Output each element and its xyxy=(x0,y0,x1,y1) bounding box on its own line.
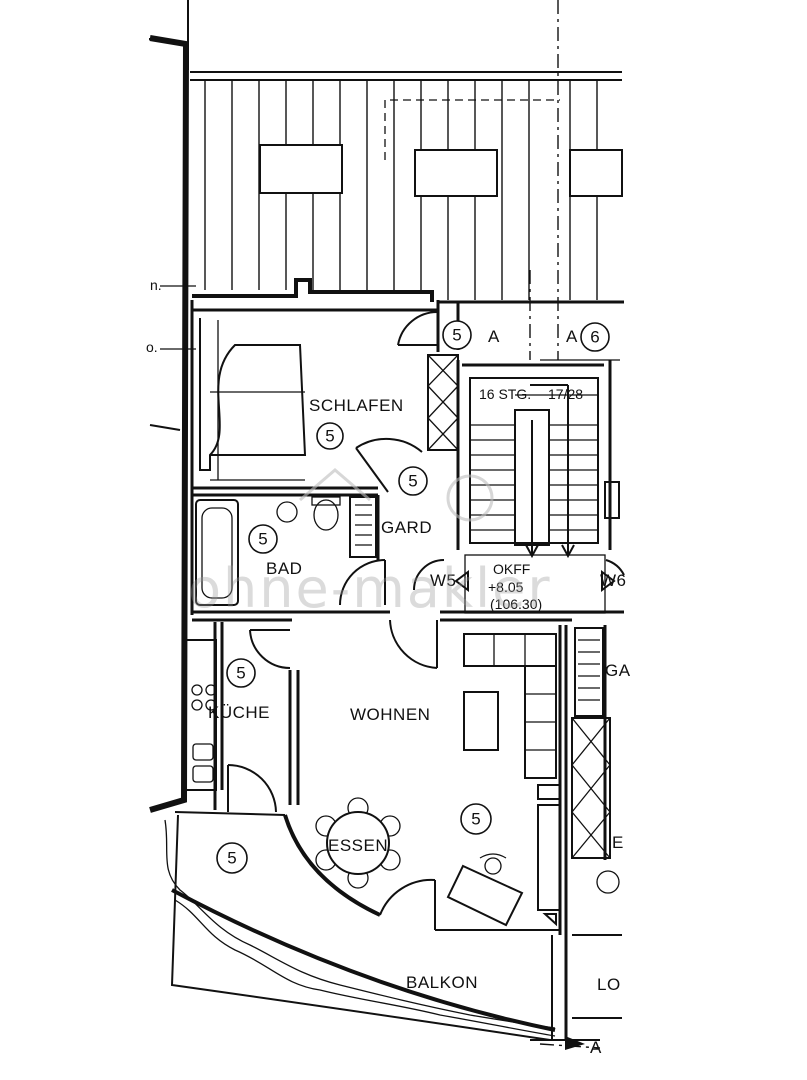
desk xyxy=(446,853,524,927)
section-marker-top-left: 5 xyxy=(442,320,472,350)
neighbour-label-ga: GA xyxy=(605,661,631,680)
stair-steps-label: 16 STG. xyxy=(479,386,531,402)
svg-text:5: 5 xyxy=(227,849,236,868)
wall-mark-w6: W6 xyxy=(600,571,627,590)
neighbour-side xyxy=(571,627,622,1019)
svg-text:5: 5 xyxy=(258,530,267,549)
svg-text:5: 5 xyxy=(325,427,334,446)
room-number-corner: 5 xyxy=(216,842,248,874)
bath-fixtures xyxy=(276,496,377,558)
room-number-wohnen: 5 xyxy=(460,803,492,835)
margin-mark-1: n. xyxy=(150,277,162,293)
svg-text:5: 5 xyxy=(236,664,245,683)
margin-mark-2: o. xyxy=(146,339,158,355)
neighbour-label-lo: LO xyxy=(597,975,621,994)
okff-value: +8.05 xyxy=(488,579,524,595)
room-number-schlafen: 5 xyxy=(316,422,344,450)
room-label-schlafen: SCHLAFEN xyxy=(309,396,404,415)
bed xyxy=(199,318,307,481)
skylight-3 xyxy=(569,149,623,197)
room-label-wohnen: WOHNEN xyxy=(350,705,430,724)
room-label-balkon: BALKON xyxy=(406,973,478,992)
svg-text:6: 6 xyxy=(590,328,599,347)
roof-area xyxy=(187,0,623,360)
watermark-text: ohne-makler xyxy=(188,557,552,620)
room-number-gard: 5 xyxy=(398,466,428,496)
watermark: ohne-makler xyxy=(188,468,552,620)
west-wall: n. o. xyxy=(146,35,196,813)
door-swings xyxy=(227,310,625,930)
room-number-kueche: 5 xyxy=(226,658,256,688)
living-furniture xyxy=(463,633,561,927)
staircase: 16 STG. 17/28 xyxy=(469,377,620,559)
section-mark-a-bottom: A xyxy=(590,1038,602,1057)
wall-mark-w5: W5 xyxy=(430,571,457,590)
room-label-bad: BAD xyxy=(266,559,302,578)
svg-text:5: 5 xyxy=(452,326,461,345)
skylight-2 xyxy=(414,149,498,197)
stair-ratio-label: 17/28 xyxy=(548,386,583,402)
okff-absolute: (106.30) xyxy=(490,596,542,612)
section-marker-top-right: 6 xyxy=(580,322,610,352)
neighbour-label-e: E xyxy=(612,833,624,852)
dining-table xyxy=(315,797,401,889)
section-mark-a-left: A xyxy=(488,327,500,346)
room-label-kueche: KÜCHE xyxy=(208,703,270,722)
landing: OKFF +8.05 (106.30) xyxy=(454,554,616,614)
section-mark-a-right: A xyxy=(566,327,578,346)
kitchen-counter xyxy=(185,639,217,791)
okff-label: OKFF xyxy=(493,561,530,577)
skylight-1 xyxy=(259,144,343,194)
section-arrow-bottom xyxy=(565,1036,585,1050)
room-label-gard: GARD xyxy=(381,518,432,537)
bathtub xyxy=(195,499,239,606)
wardrobe-cross xyxy=(427,354,459,451)
svg-text:5: 5 xyxy=(408,472,417,491)
svg-text:5: 5 xyxy=(471,810,480,829)
curved-glass-wall xyxy=(283,814,381,917)
room-label-essen: ESSEN xyxy=(328,836,388,855)
room-number-bad: 5 xyxy=(248,524,278,554)
